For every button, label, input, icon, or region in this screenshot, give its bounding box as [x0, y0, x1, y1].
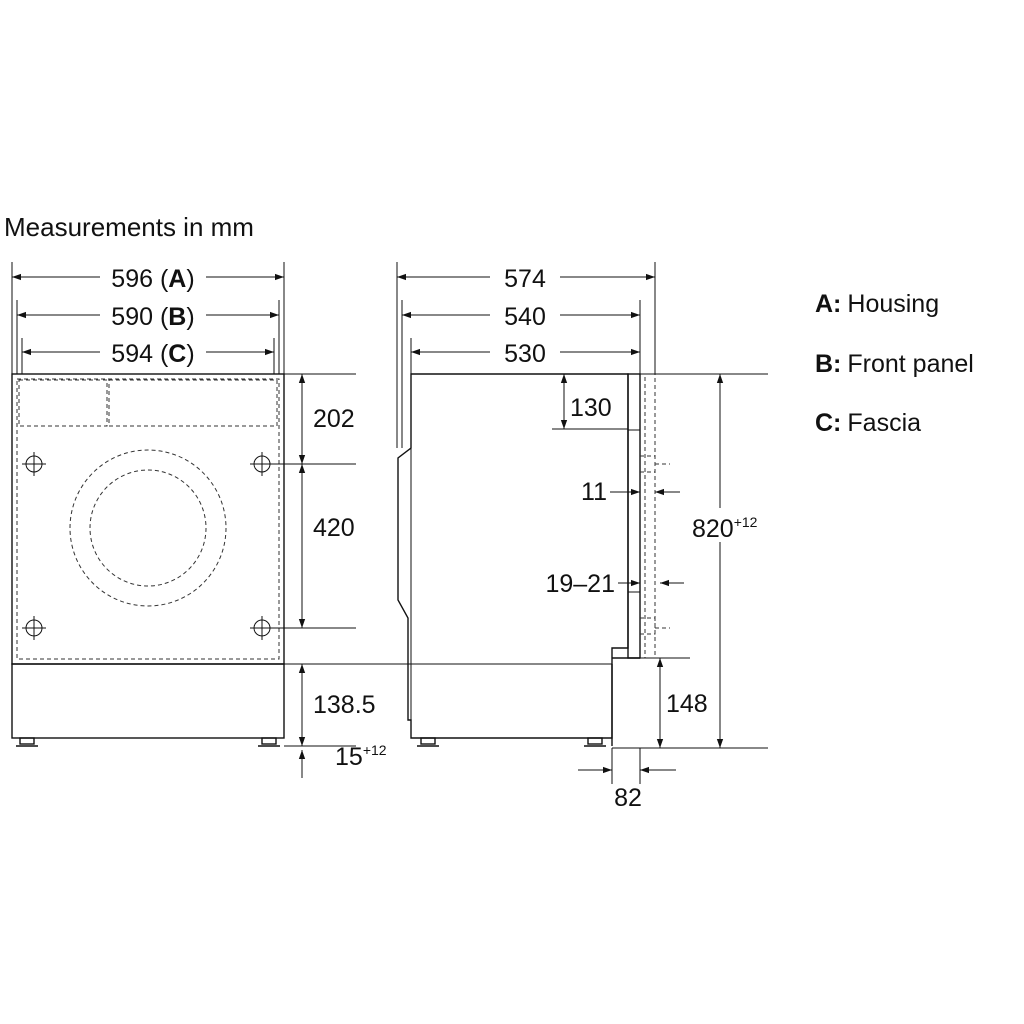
furniture-door-outline	[644, 373, 656, 659]
dim-596-label: 596 (A)	[111, 265, 194, 293]
legend-item-fascia: C:Fascia	[815, 409, 921, 437]
dim-820-label: 820+12	[692, 514, 758, 543]
control-panel-outline	[108, 379, 278, 427]
dim-138-label: 138.5	[313, 691, 376, 719]
side-foot-right	[587, 737, 603, 745]
dim-574-label: 574	[504, 265, 546, 293]
side-foot-left	[420, 737, 436, 745]
detergent-drawer-outline	[18, 379, 108, 427]
heading: Measurements in mm	[4, 212, 254, 242]
dim-15-label: 15+12	[335, 742, 387, 771]
front-view: 596 (A) 590 (B) 594 (C)	[11, 262, 612, 778]
dim-1921-label: 19–21	[545, 570, 615, 598]
fixing-hole-icon	[22, 616, 46, 640]
front-plinth	[11, 663, 285, 739]
fixing-hole-icon	[22, 452, 46, 476]
foot-right	[261, 737, 277, 745]
dim-148-label: 148	[666, 690, 708, 718]
door-outline	[69, 449, 227, 607]
dim-202-label: 202	[313, 405, 355, 433]
legend-item-front-panel: B:Front panel	[815, 350, 974, 378]
dim-130-label: 130	[570, 394, 612, 422]
dim-594-label: 594 (C)	[111, 340, 194, 368]
dim-420-label: 420	[313, 514, 355, 542]
dim-590-label: 590 (B)	[111, 303, 194, 331]
legend: A:Housing B:Front panel C:Fascia	[815, 290, 974, 437]
front-body	[11, 373, 285, 665]
front-panel-strip	[627, 373, 641, 659]
side-view: 574 540 530 130 11	[396, 262, 776, 812]
dim-11-label: 11	[581, 478, 607, 506]
foot-left	[19, 737, 35, 745]
door-glass-outline	[89, 469, 207, 587]
dim-530-label: 530	[504, 340, 546, 368]
legend-item-housing: A:Housing	[815, 290, 939, 318]
dim-540-label: 540	[504, 303, 546, 331]
dim-82-label: 82	[614, 784, 642, 812]
